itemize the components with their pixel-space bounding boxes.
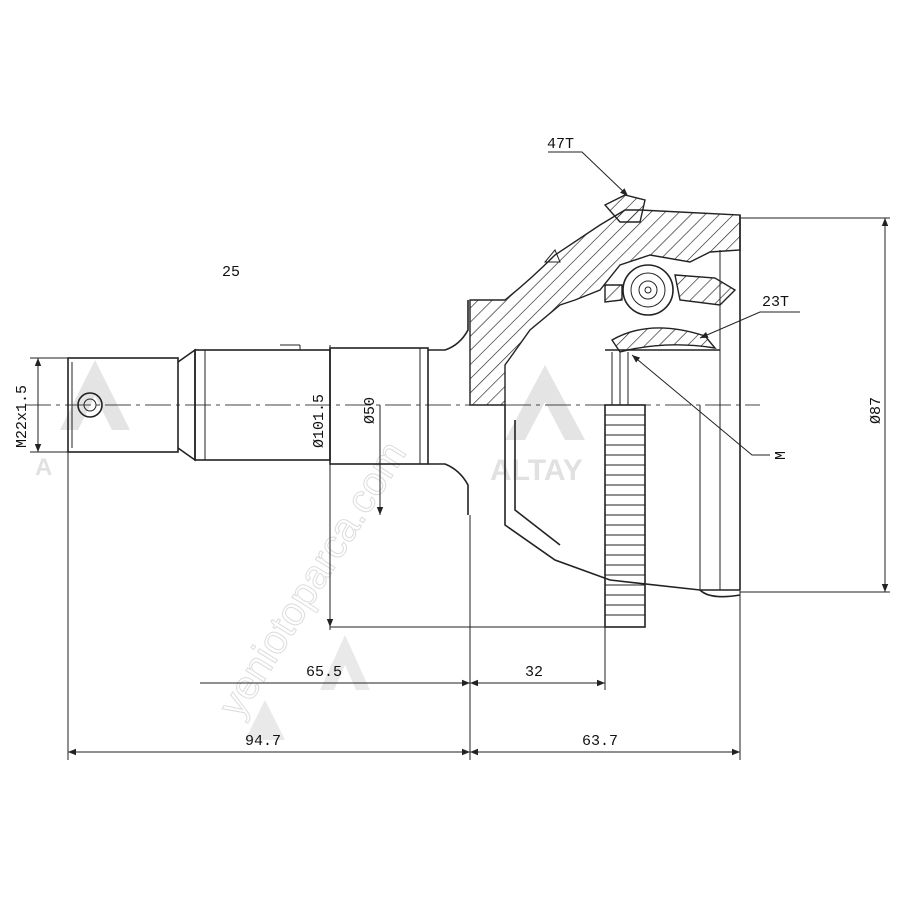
housing-diameter-label: Ø87 [868, 397, 885, 424]
outer-bell-housing [469, 194, 741, 598]
dimension-65-5: 65.5 [306, 664, 342, 681]
site-watermark-text: yeniotoparca.com [210, 434, 415, 725]
shaft-diameter-label: Ø50 [362, 397, 379, 424]
dimension-63-7: 63.7 [582, 733, 618, 750]
abs-tone-ring [604, 404, 646, 628]
flange-diameter-label: Ø101.5 [311, 394, 328, 448]
site-watermark: yeniotoparca.com [210, 433, 416, 725]
stub-shaft [67, 300, 469, 515]
dimension-lines [34, 218, 889, 756]
dimension-94-7: 94.7 [245, 733, 281, 750]
svg-text:A: A [35, 454, 52, 481]
dimension-32: 32 [525, 664, 543, 681]
thread-label: M22x1.5 [14, 385, 31, 448]
ball-cage-assembly [604, 264, 737, 405]
callout-m: M [773, 451, 790, 460]
brand-watermark-text: ALTAY [490, 454, 583, 487]
leader-lines [548, 151, 800, 456]
ball [622, 264, 674, 316]
callout-25: 25 [222, 264, 240, 281]
callout-23t: 23T [762, 294, 789, 311]
callout-47t: 47T [547, 136, 574, 153]
extension-lines [30, 217, 890, 760]
